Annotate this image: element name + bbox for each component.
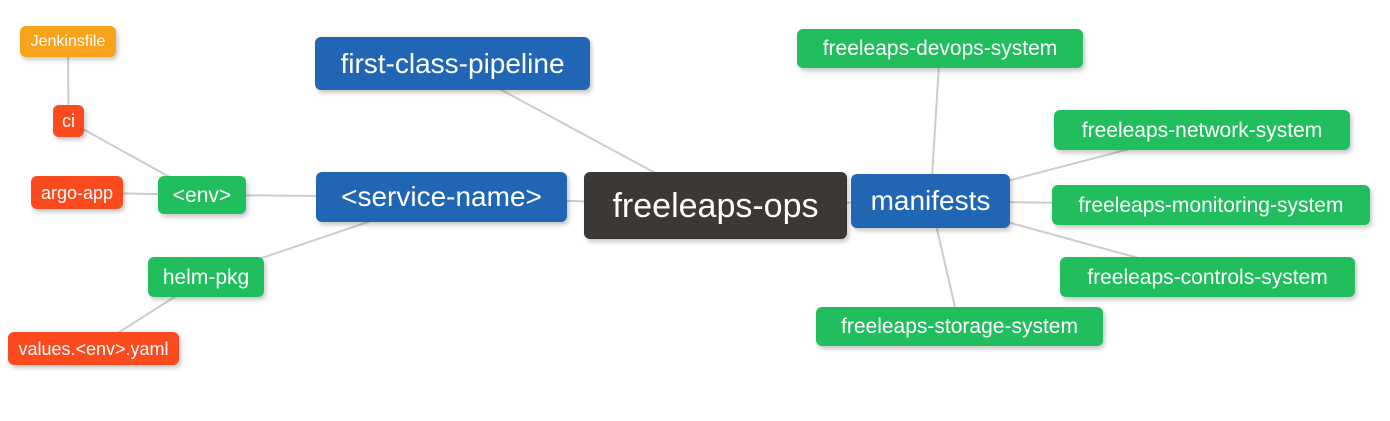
- node-first-class-pipeline[interactable]: first-class-pipeline: [315, 37, 590, 90]
- node-storage-system[interactable]: freeleaps-storage-system: [816, 307, 1103, 346]
- node-devops-system[interactable]: freeleaps-devops-system: [797, 29, 1083, 68]
- node-network-system[interactable]: freeleaps-network-system: [1054, 110, 1350, 150]
- node-ci[interactable]: ci: [53, 105, 84, 137]
- node-service-name[interactable]: <service-name>: [316, 172, 567, 222]
- node-jenkinsfile[interactable]: Jenkinsfile: [20, 26, 116, 57]
- node-freeleaps-ops[interactable]: freeleaps-ops: [584, 172, 847, 239]
- node-argo-app[interactable]: argo-app: [31, 176, 123, 209]
- node-helm-pkg[interactable]: helm-pkg: [148, 257, 264, 297]
- node-env[interactable]: <env>: [158, 176, 246, 214]
- node-manifests[interactable]: manifests: [851, 174, 1010, 228]
- node-controls-system[interactable]: freeleaps-controls-system: [1060, 257, 1355, 297]
- node-monitoring-system[interactable]: freeleaps-monitoring-system: [1052, 185, 1370, 225]
- node-values-env-yaml[interactable]: values.<env>.yaml: [8, 332, 179, 365]
